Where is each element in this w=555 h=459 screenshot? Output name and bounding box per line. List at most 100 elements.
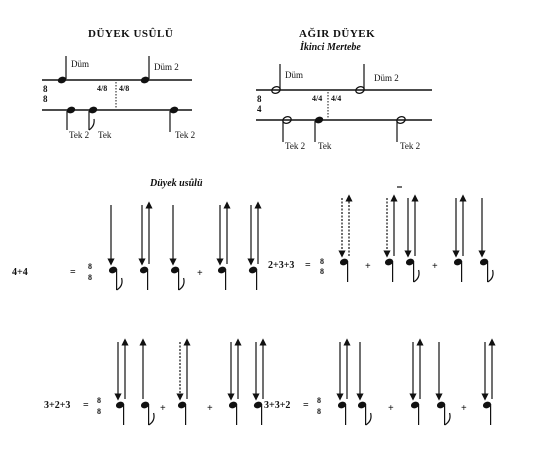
- grouping-label: 2+3+3: [268, 260, 294, 271]
- rhythm-note: [336, 338, 351, 425]
- rhythm-note: [247, 201, 262, 290]
- label-tek: Tek: [98, 130, 112, 140]
- label-dum: Düm: [71, 59, 89, 69]
- plus-sign: +: [160, 403, 166, 414]
- note-head: [115, 401, 125, 409]
- plus-sign: +: [461, 403, 467, 414]
- note-tek: [314, 116, 324, 142]
- example-4-4: 4+4 = 8 8: [12, 262, 92, 282]
- note-head: [479, 258, 489, 266]
- note-flag: [487, 269, 494, 283]
- plus-sign: +: [207, 403, 213, 414]
- note-head: [108, 266, 118, 274]
- note-flag: [444, 412, 451, 426]
- label-tek-2-first: Tek 2: [69, 130, 89, 140]
- note-tek-2-first: [66, 106, 76, 130]
- rhythm-note: [435, 342, 451, 426]
- fraction-bottom: 8: [320, 267, 324, 276]
- time-signature-top: 8: [257, 94, 262, 104]
- equals-sign: =: [305, 260, 311, 271]
- plus-sign: +: [365, 261, 371, 272]
- rhythm-note: [478, 198, 494, 283]
- note-head: [228, 401, 238, 409]
- grouping-label: 3+2+3: [44, 400, 70, 411]
- rhythm-note: [338, 194, 353, 282]
- note-head: [436, 401, 446, 409]
- note-head: [140, 401, 150, 409]
- note-flag: [365, 412, 372, 426]
- rhythm-note: [227, 338, 242, 425]
- note-tek-2-first: [282, 116, 292, 142]
- note-tek-2-second: [396, 116, 406, 142]
- note-head: [339, 258, 349, 266]
- grouping-label: 3+3+2: [264, 400, 290, 411]
- label-tek-2-second: Tek 2: [175, 130, 195, 140]
- note-dum: [271, 64, 281, 94]
- fraction-bottom: 8: [88, 273, 92, 282]
- rhythm-note: [383, 194, 398, 282]
- rhythm-note: [139, 338, 155, 426]
- fraction-top: 8: [317, 396, 321, 405]
- equals-sign: =: [83, 400, 89, 411]
- fraction-top: 8: [97, 396, 101, 405]
- rhythm-note: [252, 338, 267, 425]
- note-flag: [116, 277, 123, 291]
- duyek-usulu-diagram: DÜYEK USÛLÜ 8 8 Düm Düm 2 4/8 4/8 Tek 2: [42, 27, 195, 140]
- note-head: [357, 401, 367, 409]
- fraction-top: 8: [320, 257, 324, 266]
- agir-duyek-diagram: AĞIR DÜYEK İkinci Mertebe 8 4 Düm Düm 2 …: [256, 27, 432, 151]
- note-head: [139, 266, 149, 274]
- fraction-top: 8: [88, 262, 92, 271]
- note-head: [384, 258, 394, 266]
- example-3-3-2: 3+3+2 = 8 8: [264, 396, 321, 416]
- fraction-bottom: 8: [317, 407, 321, 416]
- time-signature-bottom: 4: [257, 104, 262, 114]
- rhythm-note: [114, 338, 129, 425]
- rhythm-notes-layer: [107, 194, 496, 426]
- rhythm-note: [356, 342, 372, 426]
- note-head: [410, 401, 420, 409]
- rhythm-note: [404, 194, 420, 283]
- note-tek: [88, 106, 98, 131]
- note-flag: [413, 269, 420, 283]
- plus-sign: +: [388, 403, 394, 414]
- divider-label-right: 4/8: [119, 84, 129, 93]
- plus-sign: +: [197, 268, 203, 279]
- rhythm-note: [138, 201, 153, 290]
- label-tek-2-first: Tek 2: [285, 141, 305, 151]
- note-head: [217, 266, 227, 274]
- note-head: [337, 401, 347, 409]
- note-flag: [178, 277, 185, 291]
- note-head: [248, 266, 258, 274]
- rhythm-note: [409, 338, 424, 425]
- note-head: [170, 266, 180, 274]
- grouping-label: 4+4: [12, 267, 28, 278]
- note-dum-2: [140, 56, 150, 84]
- note-flag: [148, 412, 155, 426]
- note-dum-2: [355, 64, 365, 94]
- divider-label-right: 4/4: [331, 94, 341, 103]
- example-3-2-3: 3+2+3 = 8 8: [44, 396, 101, 416]
- label-dum: Düm: [285, 70, 303, 80]
- label-tek: Tek: [318, 141, 332, 151]
- note-head: [453, 258, 463, 266]
- time-signature-top: 8: [43, 84, 48, 94]
- note-head: [482, 401, 492, 409]
- label-tek-2-second: Tek 2: [400, 141, 420, 151]
- example-2-3-3: 2+3+3 = 8 8: [268, 257, 324, 276]
- label-dum-2: Düm 2: [374, 73, 399, 83]
- rhythm-note: [107, 205, 123, 291]
- rhythm-note: [481, 338, 496, 425]
- note-head: [177, 401, 187, 409]
- rhythm-note: [176, 338, 191, 425]
- time-signature-bottom: 8: [43, 94, 48, 104]
- note-tek-2-second: [169, 106, 179, 132]
- note-head: [405, 258, 415, 266]
- diagram-title: AĞIR DÜYEK: [299, 27, 375, 40]
- note-head: [253, 401, 263, 409]
- section-title: Düyek usûlü: [149, 178, 203, 189]
- fraction-bottom: 8: [97, 407, 101, 416]
- diagram-subtitle: İkinci Mertebe: [299, 41, 361, 53]
- label-dum-2: Düm 2: [154, 62, 179, 72]
